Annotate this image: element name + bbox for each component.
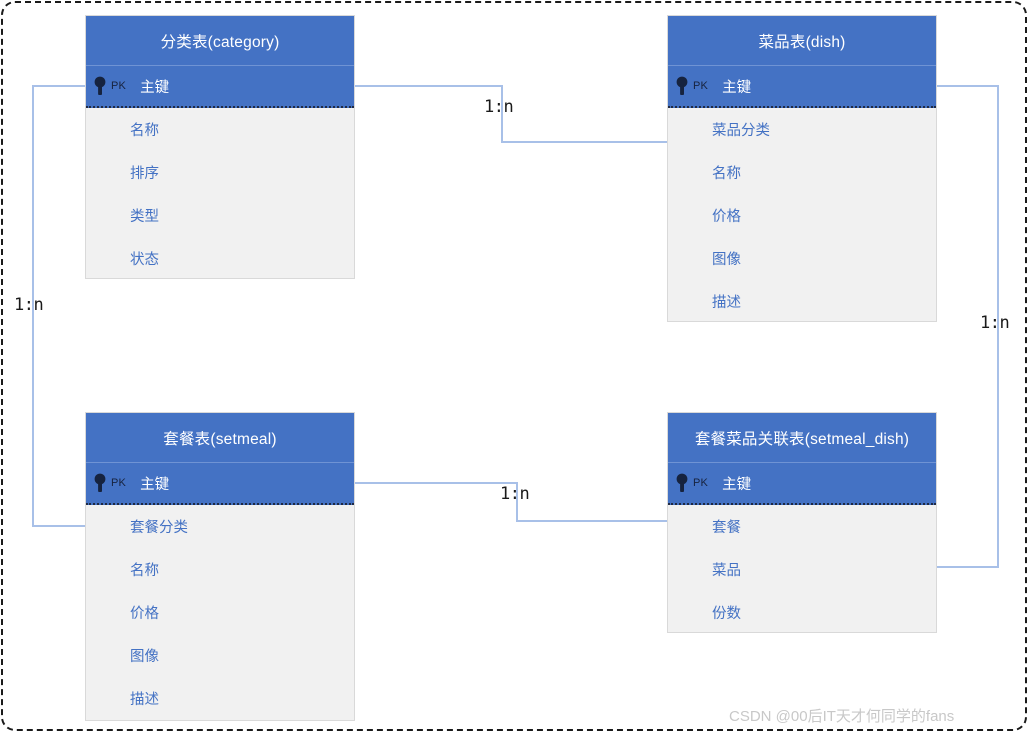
entity-setmeal-fields: 套餐分类 名称 价格 图像 描述 [86, 505, 354, 720]
relationship-label-category-setmeal: 1:n [14, 295, 44, 315]
entity-setmeal-dish-pk-label: 主键 [722, 476, 752, 493]
entity-setmeal-field-1[interactable]: 名称 [130, 563, 159, 579]
relationship-label-setmeal-setmealdish: 1:n [500, 484, 530, 504]
entity-setmeal-dish[interactable]: 套餐菜品关联表(setmeal_dish) PK 主键 套餐 菜品 份数 [667, 412, 937, 633]
entity-category-field-1[interactable]: 排序 [130, 166, 159, 182]
connector-dish-setmealdish-seg3 [937, 566, 999, 568]
key-icon [90, 74, 118, 98]
key-icon [672, 471, 700, 495]
key-icon [672, 74, 700, 98]
entity-category-field-0[interactable]: 名称 [130, 123, 159, 139]
entity-setmeal-field-2[interactable]: 价格 [130, 606, 159, 622]
entity-category-pk-tag: PK [111, 80, 127, 92]
entity-setmeal-pk-row[interactable]: PK 主键 [86, 463, 354, 505]
entity-dish-field-4[interactable]: 描述 [712, 295, 741, 311]
entity-dish-pk-label: 主键 [722, 79, 752, 96]
relationship-label-category-dish: 1:n [484, 97, 514, 117]
entity-dish-fields: 菜品分类 名称 价格 图像 描述 [668, 108, 936, 323]
entity-setmeal-pk-tag: PK [111, 477, 127, 489]
entity-setmeal-dish-field-2[interactable]: 份数 [712, 606, 741, 622]
entity-setmeal-dish-title: 套餐菜品关联表(setmeal_dish) [668, 413, 936, 463]
entity-category[interactable]: 分类表(category) PK 主键 名称 排序 类型 状态 [85, 15, 355, 279]
connector-dish-setmealdish-seg1 [937, 85, 999, 87]
entity-setmeal-dish-pk-row[interactable]: PK 主键 [668, 463, 936, 505]
entity-setmeal-dish-field-1[interactable]: 菜品 [712, 563, 741, 579]
connector-category-setmeal-seg2 [32, 85, 34, 527]
entity-setmeal-dish-field-0[interactable]: 套餐 [712, 520, 741, 536]
connector-dish-setmealdish-seg2 [997, 85, 999, 568]
entity-category-fields: 名称 排序 类型 状态 [86, 108, 354, 280]
connector-setmeal-setmealdish-seg2 [516, 482, 518, 522]
entity-setmeal[interactable]: 套餐表(setmeal) PK 主键 套餐分类 名称 价格 图像 描述 [85, 412, 355, 721]
entity-setmeal-field-0[interactable]: 套餐分类 [130, 520, 188, 536]
entity-dish-pk-row[interactable]: PK 主键 [668, 66, 936, 108]
connector-setmeal-setmealdish-seg3 [516, 520, 667, 522]
entity-setmeal-field-4[interactable]: 描述 [130, 692, 159, 708]
watermark: CSDN @00后IT天才何同学的fans [729, 708, 955, 725]
relationship-label-dish-setmealdish: 1:n [980, 313, 1010, 333]
entity-setmeal-dish-fields: 套餐 菜品 份数 [668, 505, 936, 634]
entity-category-field-2[interactable]: 类型 [130, 209, 159, 225]
entity-dish-field-1[interactable]: 名称 [712, 166, 741, 182]
entity-dish-field-0[interactable]: 菜品分类 [712, 123, 770, 139]
entity-setmeal-field-3[interactable]: 图像 [130, 649, 159, 665]
connector-category-setmeal-seg1 [32, 85, 87, 87]
entity-dish-field-2[interactable]: 价格 [712, 209, 741, 225]
entity-dish[interactable]: 菜品表(dish) PK 主键 菜品分类 名称 价格 图像 描述 [667, 15, 937, 322]
entity-category-pk-row[interactable]: PK 主键 [86, 66, 354, 108]
entity-dish-title: 菜品表(dish) [668, 16, 936, 66]
connector-setmeal-setmealdish-seg1 [355, 482, 518, 484]
connector-category-dish-seg1 [355, 85, 503, 87]
connector-category-setmeal-seg3 [32, 525, 87, 527]
entity-category-title: 分类表(category) [86, 16, 354, 66]
entity-category-pk-label: 主键 [140, 79, 170, 96]
entity-dish-field-3[interactable]: 图像 [712, 252, 741, 268]
connector-category-dish-seg3 [501, 141, 667, 143]
connector-category-dish-seg2 [501, 85, 503, 143]
entity-setmeal-dish-pk-tag: PK [693, 477, 709, 489]
entity-setmeal-pk-label: 主键 [140, 476, 170, 493]
key-icon [90, 471, 118, 495]
entity-dish-pk-tag: PK [693, 80, 709, 92]
entity-category-field-3[interactable]: 状态 [130, 252, 159, 268]
entity-setmeal-title: 套餐表(setmeal) [86, 413, 354, 463]
